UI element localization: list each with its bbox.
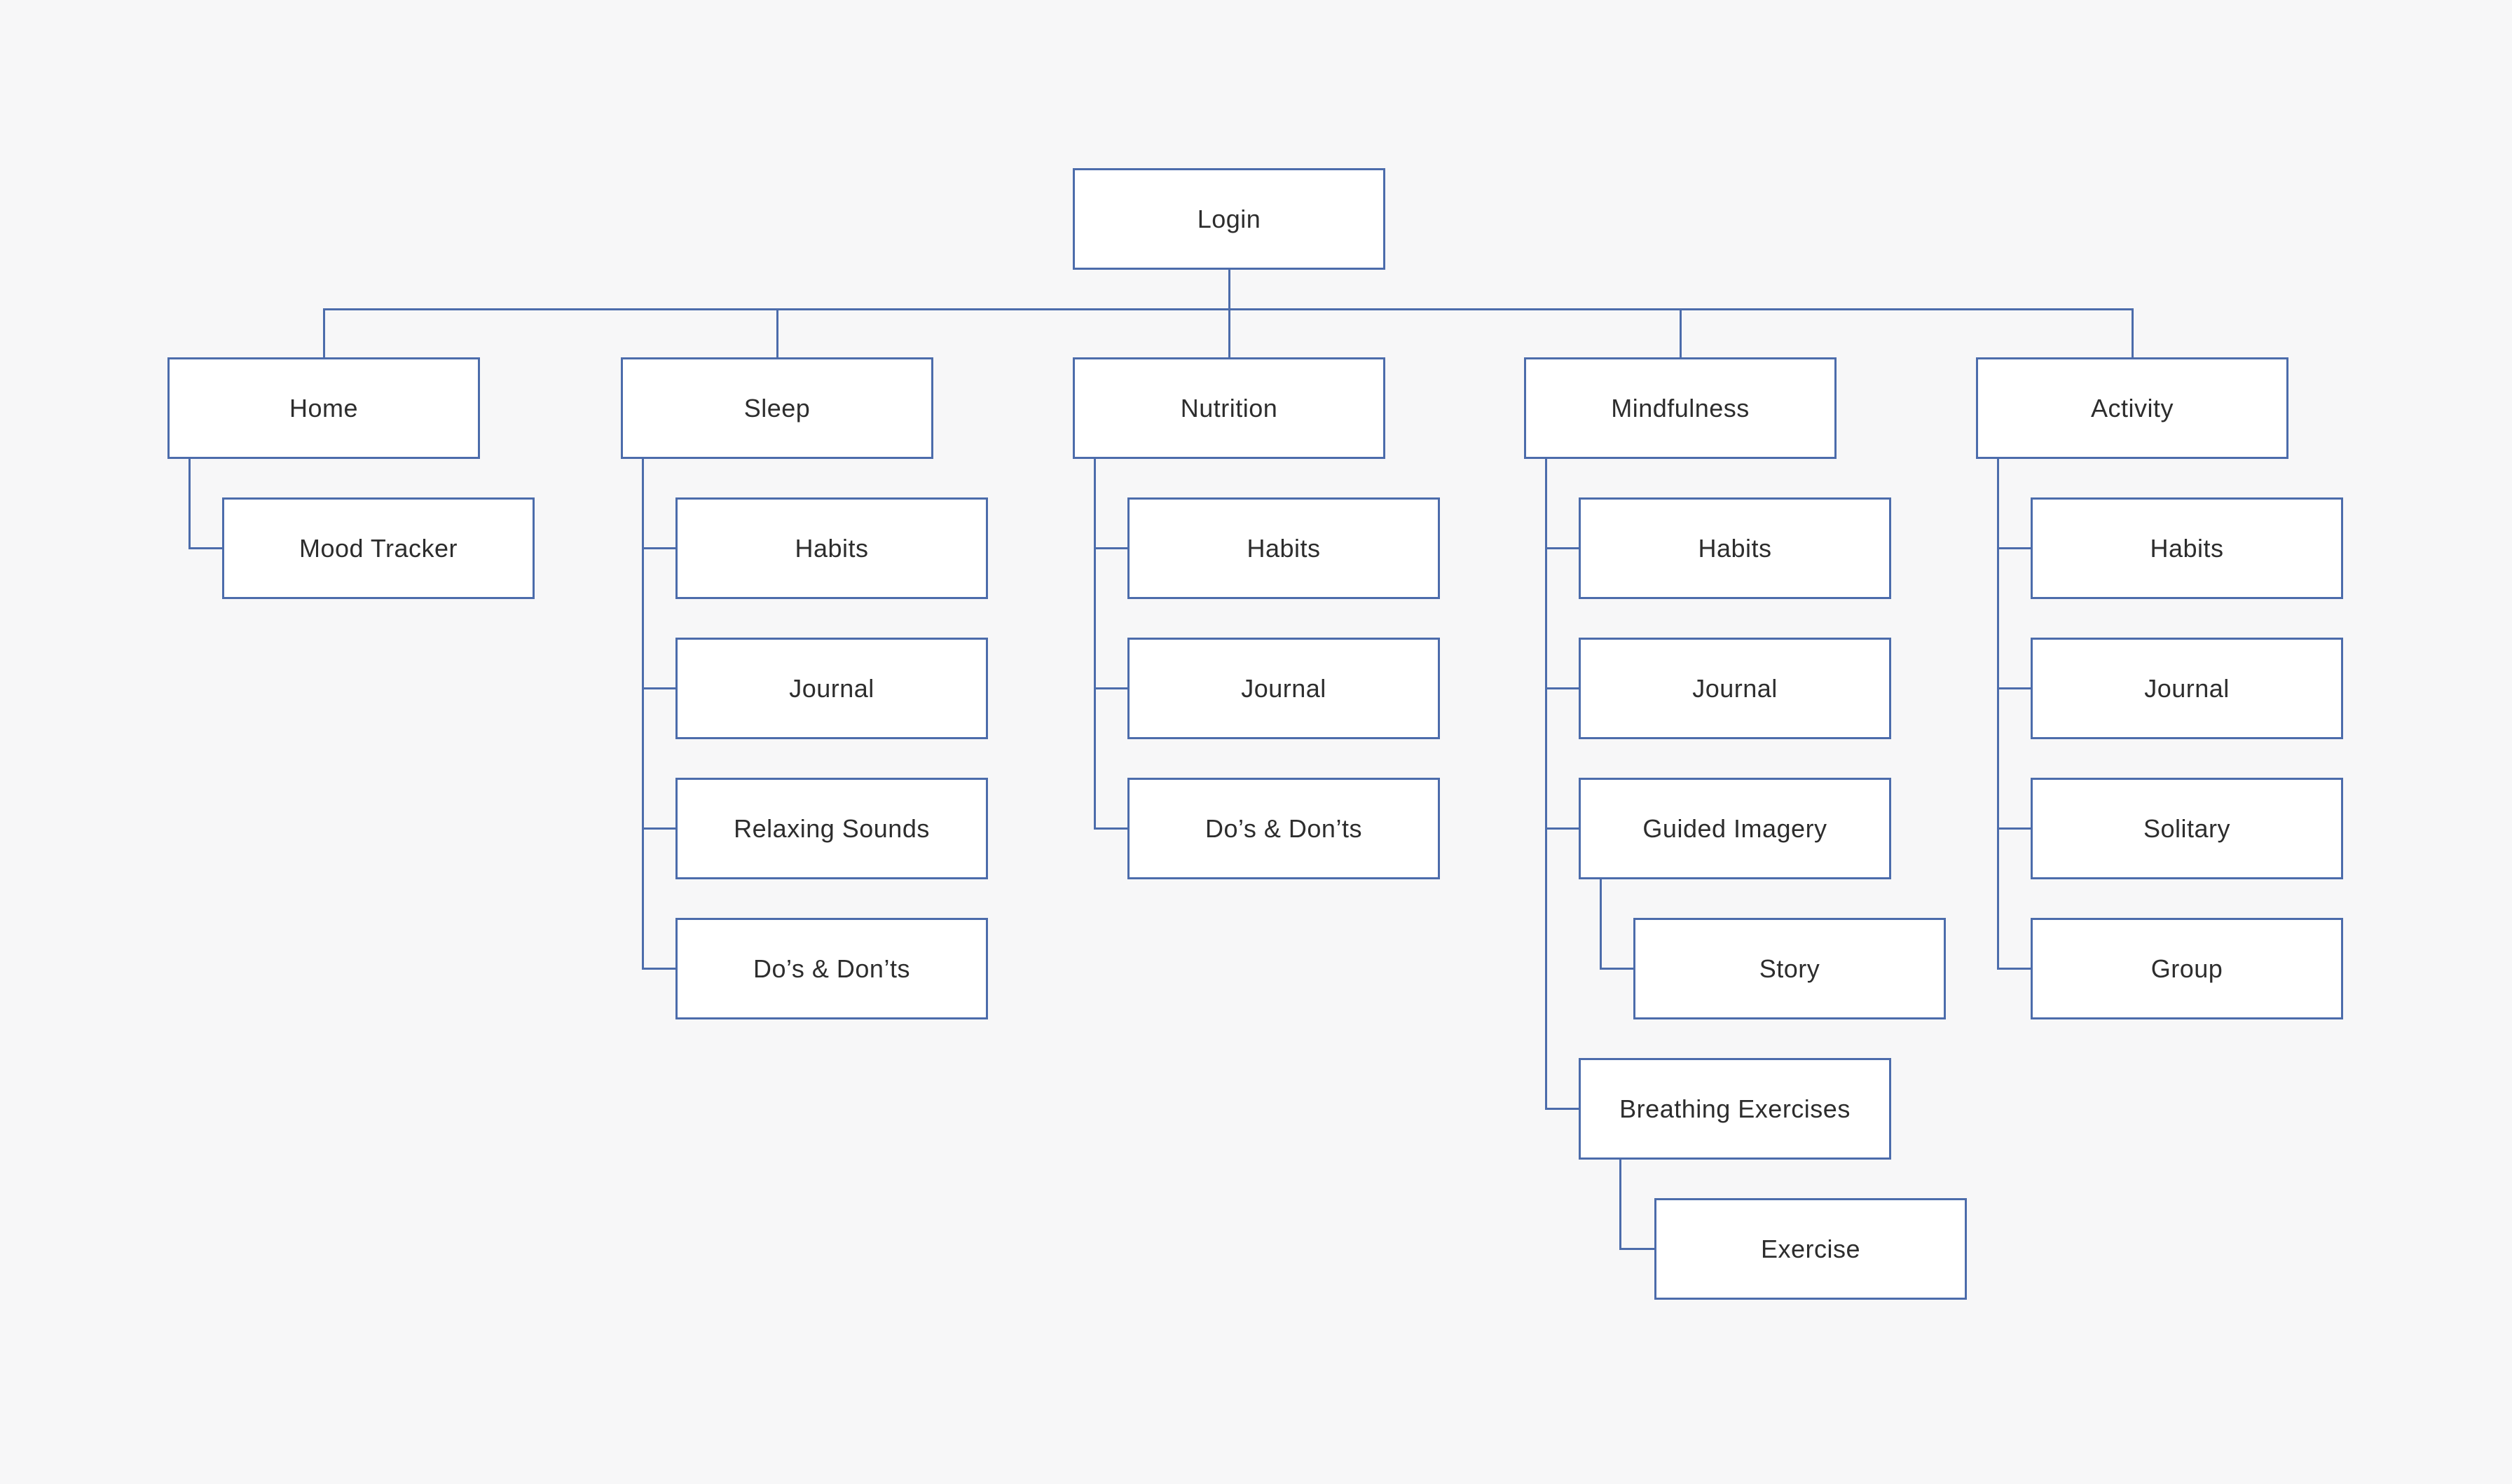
node-label: Relaxing Sounds — [734, 813, 930, 843]
connector-line — [1997, 968, 2031, 970]
node-label: Habits — [2150, 533, 2224, 563]
connector-line — [1619, 1160, 1621, 1250]
node-nutrition[interactable]: Nutrition — [1073, 357, 1385, 459]
node-label: Habits — [1698, 533, 1772, 563]
connector-line — [642, 827, 675, 830]
connector-line — [642, 968, 675, 970]
connector-line — [1228, 308, 1230, 357]
connector-line — [1997, 547, 2031, 549]
node-label: Solitary — [2143, 813, 2231, 843]
connector-line — [1545, 827, 1579, 830]
node-activity[interactable]: Activity — [1976, 357, 2288, 459]
node-label: Journal — [2144, 673, 2230, 703]
node-mindfulness-guided-imagery[interactable]: Guided Imagery — [1579, 778, 1891, 879]
connector-line — [1094, 827, 1127, 830]
connector-line — [1094, 687, 1127, 689]
node-mindfulness[interactable]: Mindfulness — [1524, 357, 1837, 459]
connector-line — [2131, 308, 2134, 357]
connector-line — [188, 547, 222, 549]
node-sleep[interactable]: Sleep — [621, 357, 933, 459]
connector-line — [1094, 459, 1096, 830]
connector-line — [1228, 270, 1230, 310]
connector-line — [188, 459, 191, 549]
node-activity-journal[interactable]: Journal — [2031, 638, 2343, 739]
connector-line — [1997, 827, 2031, 830]
node-sleep-journal[interactable]: Journal — [675, 638, 988, 739]
node-mindfulness-breathing-exercises[interactable]: Breathing Exercises — [1579, 1058, 1891, 1160]
node-label: Breathing Exercises — [1619, 1094, 1851, 1123]
node-label: Habits — [795, 533, 869, 563]
node-login[interactable]: Login — [1073, 168, 1385, 270]
connector-line — [1545, 687, 1579, 689]
connector-line — [1545, 1108, 1579, 1110]
node-label: Guided Imagery — [1642, 813, 1827, 843]
node-sleep-relaxing-sounds[interactable]: Relaxing Sounds — [675, 778, 988, 879]
node-home-mood-tracker[interactable]: Mood Tracker — [222, 497, 535, 599]
connector-line — [776, 308, 778, 357]
node-label: Nutrition — [1180, 393, 1278, 422]
node-story[interactable]: Story — [1633, 918, 1946, 1019]
node-label: Sleep — [743, 393, 811, 422]
node-label: Mindfulness — [1611, 393, 1750, 422]
node-label: Do’s & Don’ts — [1205, 813, 1362, 843]
node-mindfulness-journal[interactable]: Journal — [1579, 638, 1891, 739]
connector-line — [1997, 687, 2031, 689]
node-label: Mood Tracker — [298, 533, 458, 563]
connector-line — [642, 547, 675, 549]
node-label: Activity — [2090, 393, 2174, 422]
node-nutrition-journal[interactable]: Journal — [1127, 638, 1440, 739]
node-label: Journal — [1692, 673, 1778, 703]
node-home[interactable]: Home — [167, 357, 480, 459]
connector-line — [642, 459, 644, 970]
connector-line — [1679, 308, 1682, 357]
node-label: Login — [1197, 204, 1261, 233]
connector-line — [1094, 547, 1127, 549]
node-label: Home — [289, 393, 359, 422]
node-activity-group[interactable]: Group — [2031, 918, 2343, 1019]
connector-line — [1600, 968, 1633, 970]
connector-line — [322, 308, 325, 357]
node-nutrition-dos-donts[interactable]: Do’s & Don’ts — [1127, 778, 1440, 879]
connector-line — [1545, 547, 1579, 549]
node-mindfulness-habits[interactable]: Habits — [1579, 497, 1891, 599]
connector-line — [1600, 879, 1602, 970]
node-label: Habits — [1247, 533, 1321, 563]
node-label: Journal — [1241, 673, 1326, 703]
node-sleep-dos-donts[interactable]: Do’s & Don’ts — [675, 918, 988, 1019]
node-sleep-habits[interactable]: Habits — [675, 497, 988, 599]
node-exercise[interactable]: Exercise — [1654, 1198, 1967, 1300]
node-label: Group — [2150, 954, 2223, 983]
connector-line — [642, 687, 675, 689]
node-activity-solitary[interactable]: Solitary — [2031, 778, 2343, 879]
node-nutrition-habits[interactable]: Habits — [1127, 497, 1440, 599]
connector-line — [1997, 459, 1999, 970]
connector-line — [1619, 1248, 1654, 1250]
node-label: Exercise — [1760, 1234, 1861, 1263]
node-label: Story — [1759, 954, 1820, 983]
connector-line — [1545, 459, 1547, 1110]
node-label: Do’s & Don’ts — [753, 954, 910, 983]
node-activity-habits[interactable]: Habits — [2031, 497, 2343, 599]
node-label: Journal — [789, 673, 874, 703]
